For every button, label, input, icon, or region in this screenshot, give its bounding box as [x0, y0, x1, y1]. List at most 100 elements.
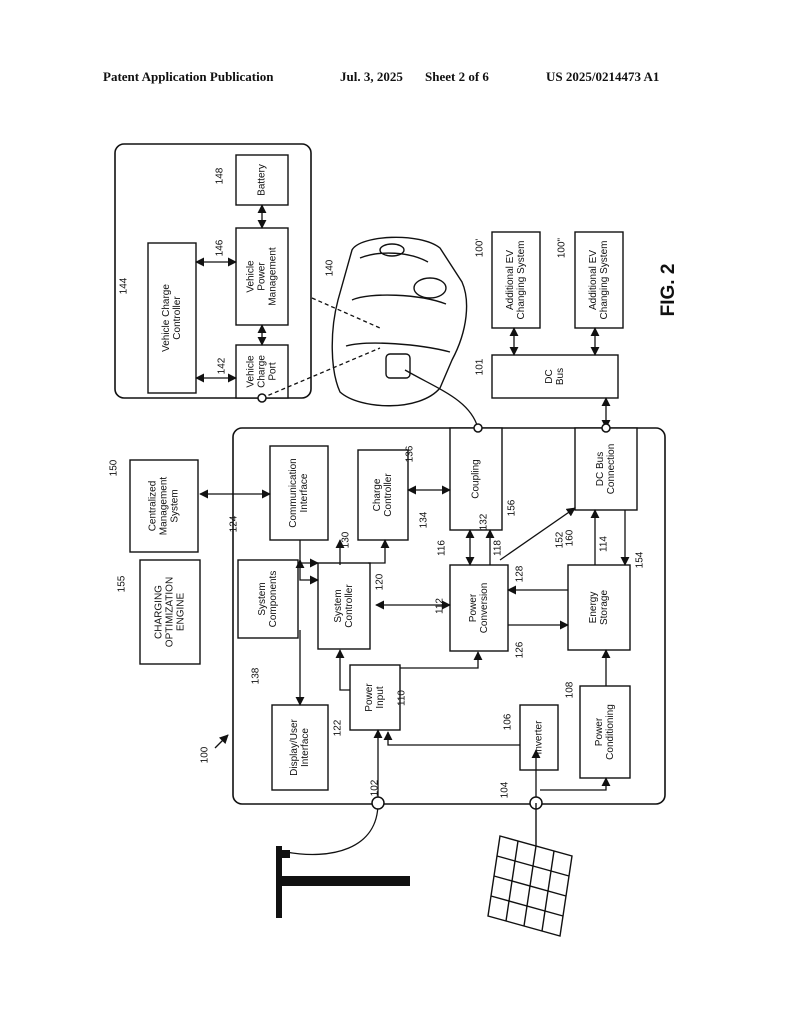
publication-date: Jul. 3, 2025	[340, 69, 403, 84]
page-header: Patent Application Publication Jul. 3, 2…	[0, 69, 794, 89]
communication-interface-label: Communication	[288, 458, 299, 527]
display-block	[271, 704, 329, 791]
additional-ev-2-ref: 100"	[557, 237, 568, 258]
vehicle-port-circle	[257, 393, 267, 403]
communication-interface-ref: 124	[229, 515, 240, 532]
dc-bus-connection-label: Connection	[606, 444, 617, 495]
system-controller-label: Controller	[344, 584, 355, 628]
link-116-ref: 116	[437, 540, 448, 556]
inverter-ref: 106	[503, 713, 514, 730]
energy-storage-ref: 114	[599, 536, 610, 552]
system-frame	[232, 427, 666, 805]
system-components-ref: 138	[251, 667, 262, 684]
dc-bus-ref: 101	[475, 358, 486, 375]
power-input-block	[349, 664, 401, 731]
power-conversion-label: Conversion	[479, 583, 490, 634]
charging-optimization-label: OPTIMIZATION	[165, 577, 176, 647]
dc-bus-block	[491, 354, 619, 399]
power-conditioning-block	[579, 685, 631, 779]
dc-bus-connection-block	[574, 427, 638, 511]
system-components-label: Components	[268, 571, 279, 628]
vehicle-power-management-block	[235, 227, 289, 326]
battery-block	[235, 154, 289, 206]
communication-interface-label: Interface	[299, 473, 310, 512]
inverter-block	[519, 704, 559, 771]
additional-ev-1-ref: 100'	[475, 239, 486, 258]
charging-optimization-label: CHARGING	[154, 585, 165, 639]
system-controller-ref: 120	[375, 573, 386, 590]
link-154-ref: 154	[635, 551, 646, 568]
charge-controller-block	[357, 449, 409, 541]
link-134-ref: 134	[419, 511, 430, 528]
vehicle-charge-controller-block	[147, 242, 197, 394]
centralized-management-label: Management	[159, 477, 170, 536]
vehicle-charge-port-ref: 142	[217, 357, 228, 374]
charge-controller-ref: 136	[405, 445, 416, 462]
dc-bus-label: Bus	[555, 368, 566, 385]
connection-lines	[195, 204, 630, 856]
charging-optimization-block	[139, 559, 201, 665]
power-conversion-block	[449, 564, 509, 652]
power-conditioning-ref: 108	[565, 681, 576, 698]
dc-bus-port	[601, 423, 611, 433]
solar-port-ref: 104	[500, 781, 511, 798]
additional-ev-2-label: Additional EV	[588, 250, 599, 310]
system-components-label: System	[257, 582, 268, 615]
link-118-ref: 118	[493, 540, 504, 556]
dc-bus-label: DC	[544, 369, 555, 383]
link-152-ref: 152	[555, 531, 566, 548]
centralized-management-label: Centralized	[148, 481, 159, 532]
electric-vehicle-icon	[331, 236, 468, 407]
energy-storage-label: Energy	[588, 592, 599, 624]
vehicle-charge-controller-label: Controller	[172, 296, 183, 340]
additional-ev-1-block	[491, 231, 541, 329]
display-label: Interface	[300, 728, 311, 767]
charging-optimization-ref: 155	[117, 575, 128, 592]
centralized-management-label: System	[170, 489, 181, 522]
vehicle-ref: 140	[325, 259, 336, 276]
coupling-ref: 132	[479, 513, 490, 530]
communication-interface-block	[269, 445, 329, 541]
additional-ev-2-label: Changing System	[599, 241, 610, 320]
energy-storage-label: Storage	[599, 590, 610, 625]
coupling-block	[449, 427, 503, 531]
coupling-label: Coupling	[471, 459, 482, 498]
vehicle-charge-port-label: Vehicle	[246, 355, 257, 388]
publication-number: US 2025/0214473 A1	[546, 69, 660, 84]
vehicle-charge-controller-ref: 144	[119, 277, 130, 294]
centralized-management-ref: 150	[109, 459, 120, 476]
charge-controller-label: Charge	[372, 478, 383, 511]
solar-panel-icon	[487, 803, 573, 937]
dc-bus-connection-label: DC Bus	[595, 452, 606, 486]
display-label: Display/User	[289, 718, 300, 775]
inverter-label: Inverter	[534, 720, 545, 755]
vehicle-inset-frame	[114, 143, 312, 399]
utility-pole-icon	[276, 846, 410, 918]
vehicle-charge-port-label: Charge	[257, 355, 268, 388]
additional-ev-1-label: Changing System	[516, 241, 527, 320]
power-conversion-ref: 112	[435, 598, 446, 614]
power-conditioning-label: Power	[594, 717, 605, 746]
power-conditioning-label: Conditioning	[605, 704, 616, 760]
power-input-label: Power	[364, 683, 375, 712]
grid-port-ref: 102	[370, 779, 381, 796]
vehicle-charge-controller-label: Vehicle Charge	[161, 284, 172, 352]
link-126-ref: 126	[515, 641, 526, 658]
vehicle-power-management-label: Management	[268, 247, 279, 306]
sheet-number: Sheet 2 of 6	[425, 69, 489, 84]
figure-label: FIG. 2	[658, 264, 679, 317]
system-components-block	[237, 559, 299, 639]
vehicle-power-management-label: Vehicle	[246, 260, 257, 293]
power-input-ref: 110	[397, 690, 408, 706]
charging-optimization-label: ENGINE	[176, 593, 187, 632]
link-156-ref: 156	[507, 499, 518, 516]
link-130-ref: 130	[341, 531, 352, 548]
power-input-label: Input	[375, 686, 386, 708]
system-controller-block	[317, 562, 371, 650]
vehicle-power-management-label: Power	[257, 262, 268, 291]
power-conversion-label: Power	[468, 593, 479, 622]
link-128-ref: 128	[515, 565, 526, 582]
coupling-port	[473, 423, 483, 433]
battery-ref: 148	[215, 167, 226, 184]
